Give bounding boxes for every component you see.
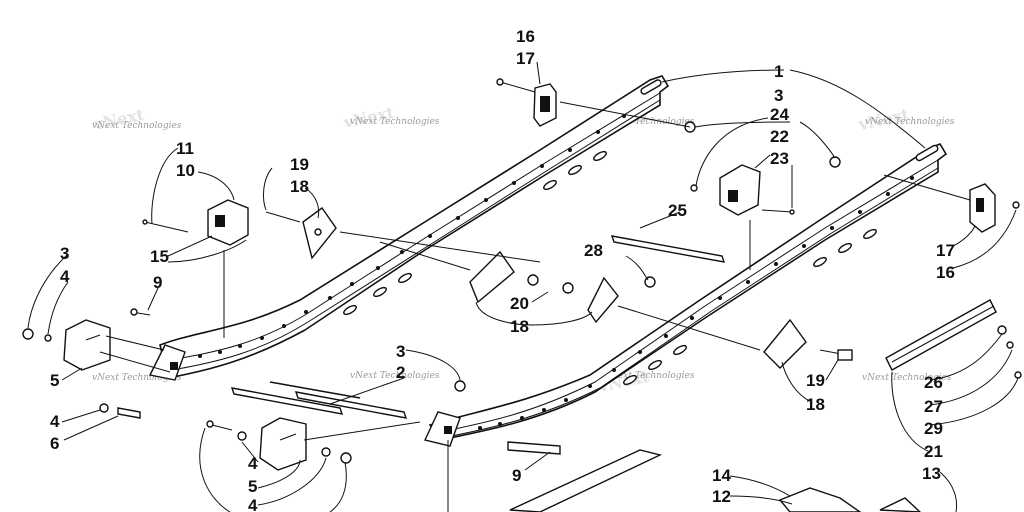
- callout-19-left: 19: [290, 155, 309, 174]
- shaft-2a: [230, 387, 344, 415]
- callout-1: 1: [774, 62, 783, 81]
- callout-16-top: 16: [516, 27, 535, 46]
- watermark-3: vNext Technologies: [605, 117, 695, 127]
- callout-9-left: 9: [153, 273, 162, 292]
- callout-4-lower-left: 4: [50, 412, 60, 431]
- callout-24: 24: [770, 105, 789, 124]
- callout-labels: 1 3 24 22 23 25 16 17 11 10 19 18 15 3 4…: [50, 27, 955, 512]
- callout-6: 6: [50, 434, 59, 453]
- shaft-2b: [294, 391, 408, 419]
- callout-21: 21: [924, 442, 943, 461]
- callout-18-right: 18: [806, 395, 825, 414]
- callout-20: 20: [510, 294, 529, 313]
- callout-12: 12: [712, 487, 731, 506]
- callout-13: 13: [922, 464, 941, 483]
- callout-3-top: 3: [774, 86, 783, 105]
- callout-29: 29: [924, 419, 943, 438]
- callout-5-bottom: 5: [248, 477, 257, 496]
- callout-2: 2: [396, 363, 405, 382]
- callout-9-bottom: 9: [512, 466, 521, 485]
- callout-15: 15: [150, 247, 169, 266]
- watermark-5: vNext Technologies: [92, 373, 182, 383]
- callout-4-bottom-a: 4: [248, 454, 258, 473]
- watermark-7: vNext Technologies: [605, 371, 695, 381]
- callout-4-left: 4: [60, 267, 70, 286]
- hardware: [22, 78, 1022, 512]
- callout-14: 14: [712, 466, 731, 485]
- callout-17-top: 17: [516, 49, 535, 68]
- callout-5-left: 5: [50, 371, 59, 390]
- right-slide-rail: [424, 143, 948, 447]
- callout-18-mid: 18: [510, 317, 529, 336]
- watermark-4: vNext Technologies: [865, 117, 955, 127]
- callout-22: 22: [770, 127, 789, 146]
- callout-3-left: 3: [60, 244, 69, 263]
- leader-lines: [27, 61, 1019, 512]
- callout-28: 28: [584, 241, 603, 260]
- callout-11: 11: [176, 139, 194, 158]
- callout-25: 25: [668, 201, 687, 220]
- watermark-6: vNext Technologies: [350, 371, 440, 381]
- callout-3-mid: 3: [396, 342, 405, 361]
- callout-27: 27: [924, 397, 943, 416]
- callout-17-right: 17: [936, 241, 955, 260]
- watermark-8: vNext Technologies: [862, 373, 952, 383]
- callout-23: 23: [770, 149, 789, 168]
- left-slide-rail: [148, 75, 670, 381]
- callout-19-right: 19: [806, 371, 825, 390]
- callout-18-left: 18: [290, 177, 309, 196]
- callout-26: 26: [924, 373, 943, 392]
- cross-shafts: [230, 235, 997, 419]
- shaft-25: [610, 235, 726, 263]
- callout-16-right: 16: [936, 263, 955, 282]
- callout-10: 10: [176, 161, 195, 180]
- watermark-2: vNext Technologies: [350, 117, 440, 127]
- callout-4-bottom-b: 4: [248, 496, 258, 512]
- watermark-1: vNext Technologies: [92, 121, 182, 131]
